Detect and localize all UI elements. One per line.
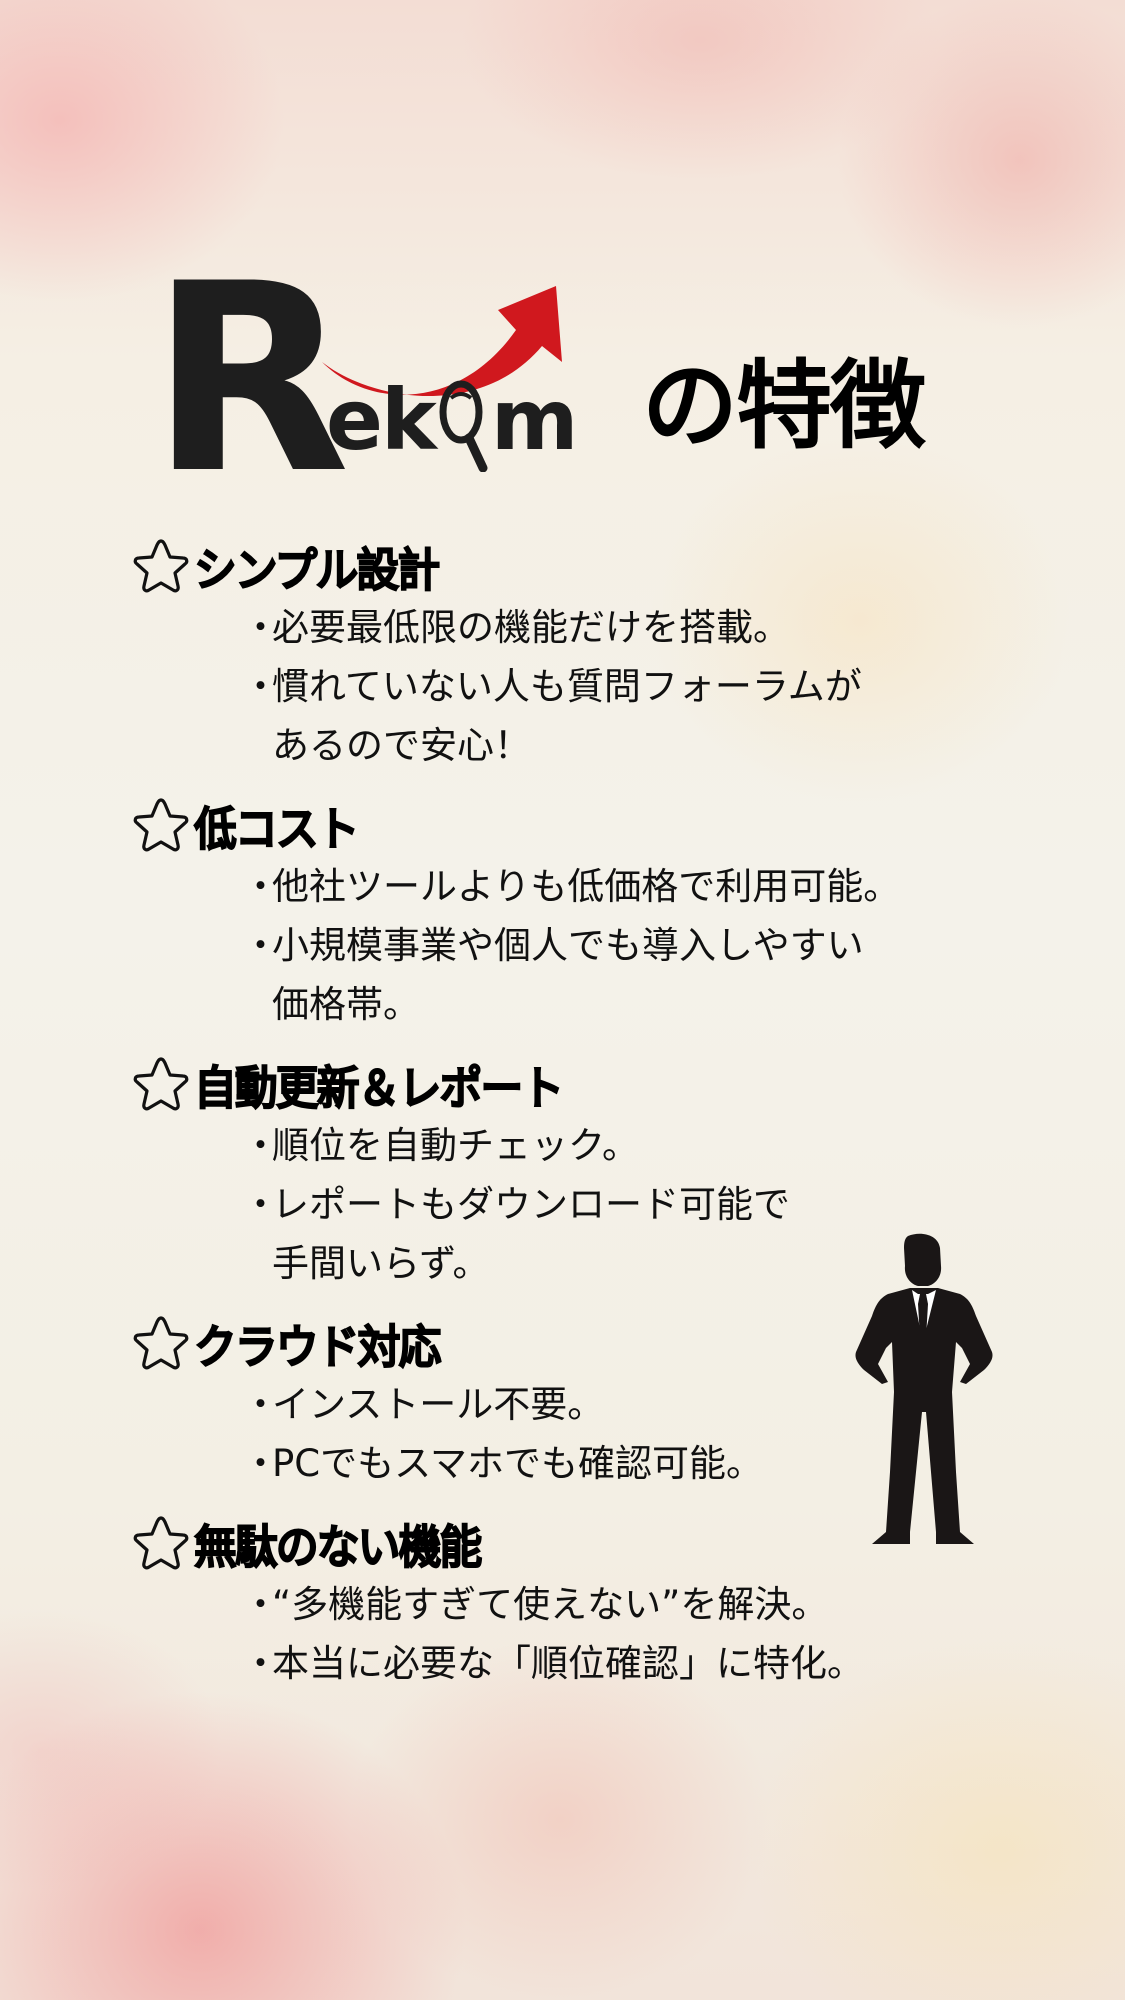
star-outline-icon <box>133 1516 189 1570</box>
feature-title: 無駄のない機能 <box>193 1519 483 1575</box>
star-outline-icon <box>133 539 189 593</box>
logo-wordmark: ek m <box>326 371 579 473</box>
feature-bullet: ・順位を自動チェック。 <box>242 1124 640 1167</box>
feature-bullet: ・小規模事業や個人でも導入しやすい 価格帯。 <box>242 924 864 1026</box>
feature-section-cloud: クラウド対応 ・インストール不要。 ・PCでもスマホでも確認可能。 <box>130 1313 1030 1493</box>
star-outline-icon <box>133 798 189 852</box>
feature-title: 自動更新＆レポート <box>193 1060 565 1116</box>
feature-bullet: ・他社ツールよりも低価格で利用可能。 <box>242 865 901 908</box>
feature-bullet: ・必要最低限の機能だけを搭載。 <box>242 606 790 649</box>
feature-bullet: ・レポートもダウンロード可能で 手間いらず。 <box>242 1183 790 1285</box>
logo-initial: R <box>150 229 350 531</box>
feature-section-no-waste: 無駄のない機能 ・“多機能すぎて使えない”を解決。 ・本当に必要な「順位確認」に… <box>130 1513 1030 1693</box>
feature-bullet: ・慣れていない人も質問フォーラムが あるので安心！ <box>242 665 862 767</box>
star-outline-icon <box>133 1316 189 1370</box>
feature-section-simple: シンプル設計 ・必要最低限の機能だけを搭載。 ・慣れていない人も質問フォーラムが… <box>130 536 1030 775</box>
feature-bullet: ・インストール不要。 <box>242 1383 605 1426</box>
logo-text-m: m <box>490 371 579 469</box>
feature-title: クラウド対応 <box>193 1319 442 1375</box>
feature-bullet: ・本当に必要な「順位確認」に特化。 <box>242 1642 864 1685</box>
logo-text-ek: ek <box>326 371 437 469</box>
magnifier-icon <box>437 376 489 473</box>
feature-title: 低コスト <box>193 801 360 857</box>
feature-list: シンプル設計 ・必要最低限の機能だけを搭載。 ・慣れていない人も質問フォーラムが… <box>130 536 1030 1713</box>
feature-bullet: ・“多機能すぎて使えない”を解決。 <box>242 1583 829 1626</box>
title-suffix: の特徴 <box>642 350 926 462</box>
feature-bullet: ・PCでもスマホでも確認可能。 <box>242 1442 764 1485</box>
feature-section-low-cost: 低コスト ・他社ツールよりも低価格で利用可能。 ・小規模事業や個人でも導入しやす… <box>130 795 1030 1034</box>
feature-section-auto-report: 自動更新＆レポート ・順位を自動チェック。 ・レポートもダウンロード可能で 手間… <box>130 1054 1030 1293</box>
feature-title: シンプル設計 <box>193 542 440 598</box>
businessman-silhouette-icon <box>855 1233 993 1544</box>
growth-arrow-icon <box>322 286 562 397</box>
page-title: R ek m の特徴 <box>150 250 1000 510</box>
star-outline-icon <box>133 1057 189 1111</box>
